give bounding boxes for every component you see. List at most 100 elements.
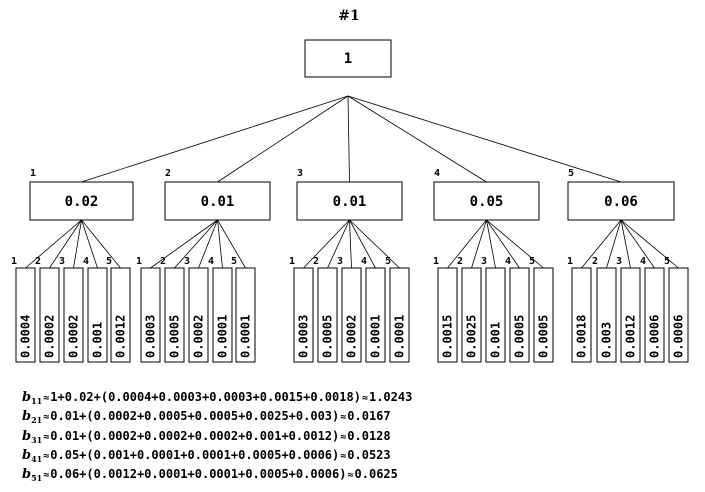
leaf-node-value: 0.0018 bbox=[575, 315, 589, 358]
leaf-index-label: 5 bbox=[385, 256, 391, 267]
approx-sign: ≈ bbox=[340, 412, 347, 424]
root-node-box bbox=[304, 39, 392, 78]
leaf-node-box bbox=[620, 267, 641, 363]
leaf-node-value: 0.0005 bbox=[321, 315, 335, 358]
formula-subscript: 31 bbox=[31, 434, 43, 445]
leaf-node-value: 0.0003 bbox=[144, 315, 158, 358]
formula-subscript: 51 bbox=[31, 473, 43, 484]
leaf-index-label: 3 bbox=[184, 256, 190, 267]
leaf-node-box bbox=[437, 267, 458, 363]
edge-node-to-leaf bbox=[620, 219, 679, 269]
leaf-index-label: 4 bbox=[208, 256, 214, 267]
leaf-node-value: 0.0003 bbox=[297, 315, 311, 358]
edge-node-to-leaf bbox=[349, 219, 400, 269]
edges bbox=[25, 95, 679, 269]
edge-node-to-leaf bbox=[150, 219, 218, 269]
leaf-node-box bbox=[15, 267, 36, 363]
leaf-node-value: 0.0012 bbox=[624, 315, 638, 358]
formula-list: b11≈1+0.02+(0.0004+0.0003+0.0003+0.0015+… bbox=[22, 388, 412, 484]
formula-expression: 0.06+(0.0012+0.0001+0.0001+0.0005+0.0006… bbox=[50, 467, 347, 482]
approx-sign: ≈ bbox=[347, 470, 354, 482]
formula-line: b51 ≈0.06+(0.0012+0.0001+0.0001+0.0005+0.… bbox=[22, 465, 412, 484]
edge-node-to-leaf bbox=[620, 219, 631, 269]
leaf-node-value: 0.0002 bbox=[43, 315, 57, 358]
leaf-node-value: 0.0002 bbox=[345, 315, 359, 358]
approx-sign: ≈ bbox=[43, 450, 50, 462]
formula-line: b31≈0.01+(0.0002+0.0002+0.0002+0.001+0.0… bbox=[22, 427, 412, 446]
level1-nodes: 10.0210.000420.000230.000240.00150.00122… bbox=[11, 168, 689, 363]
formula-result: 0.0128 bbox=[347, 428, 391, 443]
leaf-node-value: 0.0015 bbox=[441, 315, 455, 358]
edge-node-to-leaf bbox=[349, 219, 352, 269]
approx-sign: ≈ bbox=[43, 431, 50, 443]
edge-node-to-leaf bbox=[581, 219, 622, 269]
edge-node-to-leaf bbox=[486, 219, 520, 269]
formula-line: b11≈1+0.02+(0.0004+0.0003+0.0003+0.0015+… bbox=[22, 388, 412, 407]
leaf-index-label: 5 bbox=[231, 256, 237, 267]
leaf-index-label: 1 bbox=[136, 256, 142, 267]
edge-node-to-leaf bbox=[217, 219, 246, 269]
edge-node-to-leaf bbox=[81, 219, 98, 269]
leaf-index-label: 3 bbox=[616, 256, 622, 267]
leaf-node-box bbox=[317, 267, 338, 363]
level1-node-value: 0.02 bbox=[65, 194, 99, 210]
leaf-node-value: 0.001 bbox=[91, 322, 105, 358]
formula-result: 1.0243 bbox=[368, 390, 413, 404]
formula-subscript: 11 bbox=[31, 396, 43, 406]
leaf-index-label: 2 bbox=[592, 256, 598, 267]
leaf-index-label: 3 bbox=[59, 256, 65, 267]
leaf-node-box bbox=[485, 267, 506, 363]
node-index-label: 3 bbox=[297, 168, 303, 179]
leaf-index-label: 4 bbox=[640, 256, 646, 267]
level1-node-box bbox=[567, 181, 675, 221]
leaf-node-value: 0.0005 bbox=[513, 315, 527, 358]
leaf-index-label: 5 bbox=[106, 256, 112, 267]
formula-line: b21≈0.01+(0.0002+0.0005+0.0005+0.0025+0.… bbox=[22, 407, 412, 426]
leaf-index-label: 3 bbox=[337, 256, 343, 267]
leaf-node-value: 0.0002 bbox=[67, 315, 81, 358]
diagram-title: #1 bbox=[338, 8, 359, 24]
formula-variable: b bbox=[22, 467, 32, 483]
approx-sign: ≈ bbox=[340, 450, 347, 462]
node-index-label: 2 bbox=[165, 168, 171, 179]
edge-root-to-node bbox=[81, 95, 349, 183]
leaf-node-value: 0.0005 bbox=[168, 315, 182, 358]
formula-expression: 0.05+(0.001+0.0001+0.0001+0.0005+0.0006) bbox=[50, 447, 340, 462]
formula-subscript: 41 bbox=[31, 453, 43, 464]
edge-root-to-node bbox=[217, 95, 349, 183]
formula-variable: b bbox=[22, 409, 32, 425]
leaf-index-label: 3 bbox=[481, 256, 487, 267]
leaf-node-box bbox=[63, 267, 84, 363]
leaf-index-label: 1 bbox=[289, 256, 295, 267]
level1-node-value: 0.06 bbox=[604, 194, 638, 210]
level1-node-box bbox=[433, 181, 540, 221]
leaf-node-box bbox=[235, 267, 256, 363]
node-index-label: 4 bbox=[434, 168, 440, 179]
leaf-index-label: 2 bbox=[160, 256, 166, 267]
approx-sign: ≈ bbox=[361, 393, 368, 404]
edge-node-to-leaf bbox=[349, 219, 376, 269]
edge-node-to-leaf bbox=[174, 219, 218, 269]
leaf-node-box bbox=[140, 267, 161, 363]
leaf-node-box bbox=[461, 267, 482, 363]
level1-node-value: 0.01 bbox=[333, 194, 367, 210]
leaf-node-box bbox=[365, 267, 386, 363]
leaf-node-box bbox=[212, 267, 233, 363]
leaf-node-value: 0.0004 bbox=[19, 315, 33, 358]
edge-node-to-leaf bbox=[606, 219, 622, 269]
leaf-index-label: 4 bbox=[361, 256, 367, 267]
level1-node-value: 0.01 bbox=[201, 194, 235, 210]
level1-node-value: 0.05 bbox=[470, 194, 504, 210]
leaf-node-value: 0.0001 bbox=[239, 315, 253, 358]
leaf-index-label: 2 bbox=[457, 256, 463, 267]
edge-node-to-leaf bbox=[620, 219, 655, 269]
formula-subscript: 21 bbox=[31, 415, 43, 426]
leaf-node-value: 0.0005 bbox=[537, 315, 551, 358]
leaf-node-value: 0.0006 bbox=[648, 315, 662, 358]
edge-root-to-node bbox=[347, 95, 350, 183]
